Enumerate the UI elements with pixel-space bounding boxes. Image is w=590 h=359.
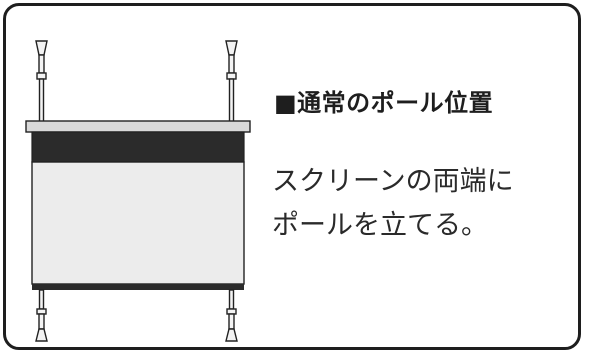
screen-case [25, 120, 251, 133]
left-upper-pole [35, 40, 48, 123]
screen-top-border [31, 131, 245, 163]
left-lower-pole [35, 289, 48, 342]
section-heading: ■通常のポール位置 [274, 89, 494, 117]
description-line-1: スクリーンの両端に [272, 166, 514, 197]
description-line-2: ポールを立てる。 [272, 210, 488, 241]
description: スクリーンの両端に ポールを立てる。 [272, 160, 514, 248]
screen-surface [31, 161, 245, 285]
right-lower-pole [225, 289, 238, 342]
screen-bottom-bar [32, 284, 244, 290]
right-upper-pole [225, 40, 238, 123]
